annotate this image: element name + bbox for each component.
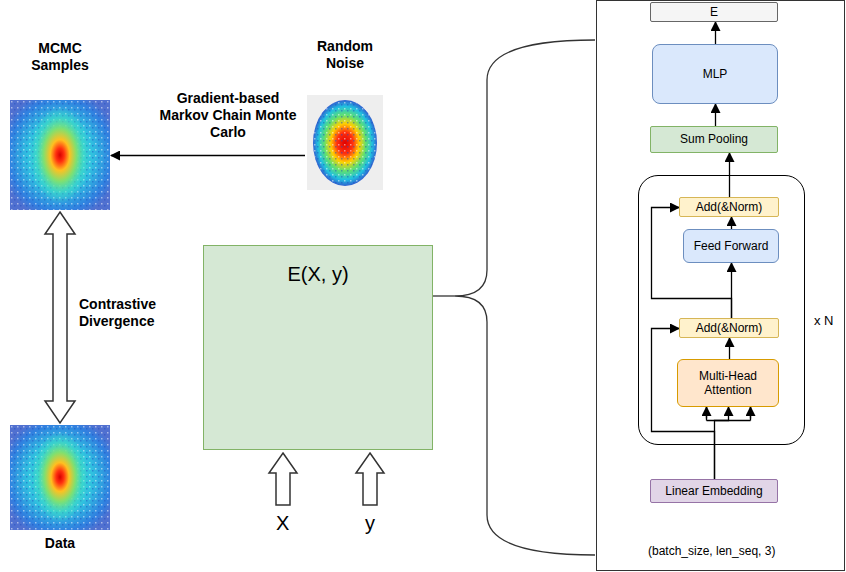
box-label: Sum Pooling (680, 132, 748, 146)
energy-label: E(X, y) (287, 262, 348, 286)
feed-forward-box: Feed Forward (683, 229, 779, 263)
connector (715, 104, 716, 126)
input-label: y (365, 512, 375, 535)
add-norm-box: Add(&Norm) (679, 197, 779, 217)
input-arrow (269, 453, 297, 505)
connector (729, 338, 730, 359)
heatmap-image (10, 425, 110, 530)
branch-line (707, 407, 751, 421)
edge-label: Contrastive Divergence (79, 296, 189, 330)
box-label: E (710, 5, 718, 19)
embedding-box: Linear Embedding (650, 479, 778, 503)
brace-link (433, 295, 455, 296)
input-shape: (batch_size, len_seq, 3) (648, 544, 775, 558)
sample-image: MCMC Samples (10, 40, 110, 210)
double-arrow (45, 212, 75, 423)
box-label: Feed Forward (694, 239, 769, 253)
box-label: Add(&Norm) (696, 321, 763, 335)
output-box: E (650, 2, 778, 22)
input-arrow (356, 453, 384, 505)
box-label: Multi-Head Attention (688, 369, 768, 398)
connector (715, 407, 729, 479)
branch-arrow (750, 407, 751, 419)
pooling-box: Sum Pooling (650, 126, 778, 153)
data-image: Data (10, 425, 110, 555)
energy-box: E(X, y) (203, 245, 433, 450)
image-heading: MCMC Samples (18, 40, 102, 74)
box-label: Linear Embedding (665, 484, 762, 498)
repeat-group: x NAdd(&Norm)Feed ForwardAdd(&Norm)Multi… (638, 175, 805, 445)
noise-image: Random Noise (305, 38, 385, 190)
connector (715, 22, 716, 44)
mlp-box: MLP (652, 44, 778, 104)
connector (731, 217, 732, 229)
input-label: X (276, 512, 289, 535)
connector (111, 155, 305, 156)
add-norm-box: Add(&Norm) (679, 318, 779, 338)
attention-box: Multi-Head Attention (677, 359, 779, 407)
panel-frame (597, 1, 845, 571)
heatmap-image (307, 95, 383, 190)
image-heading: Random Noise (305, 38, 385, 72)
edge-label: Gradient-based Markov Chain Monte Carlo (158, 90, 298, 140)
curly-brace (455, 40, 595, 555)
heatmap-image (10, 100, 110, 210)
repeat-count: x N (814, 313, 834, 328)
box-label: Add(&Norm) (696, 200, 763, 214)
branch-arrow (706, 407, 707, 419)
box-label: MLP (703, 67, 728, 81)
image-heading: Data (10, 535, 110, 552)
